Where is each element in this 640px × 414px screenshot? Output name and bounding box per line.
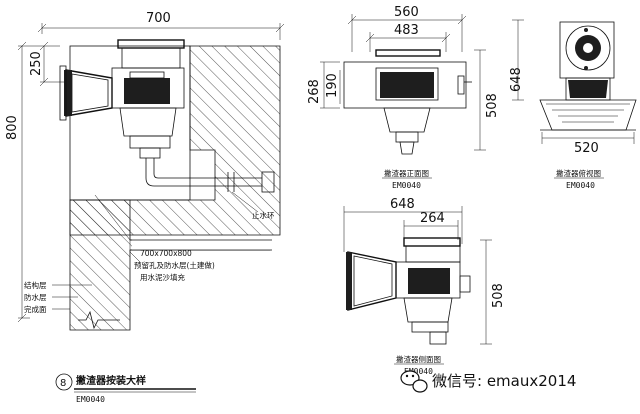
front-dim-483: 483	[394, 23, 419, 38]
watermark-text: 微信号: emaux2014	[432, 372, 576, 390]
hole-note-label: 预留孔及防水层(土建做)	[134, 260, 215, 270]
top-mouth	[539, 99, 637, 131]
side-view-title: 撇渣器侧面图	[396, 354, 441, 364]
dim-800-label: 800	[5, 115, 20, 140]
side-view: 648 264 508 撇渣器侧面图 EM0040	[343, 197, 506, 376]
front-opening	[375, 67, 439, 101]
front-view-title: 撇渣器正面图	[384, 168, 429, 178]
top-view-code: EM0040	[566, 181, 595, 190]
pipe-end	[261, 171, 275, 193]
dim-heights-left: 250 800	[5, 41, 64, 323]
hole-size-label: 700x700x800	[140, 249, 192, 258]
top-dim-648: 648	[509, 67, 524, 92]
front-dim-508: 508	[485, 93, 500, 118]
main-title: 撇渣器按装大样	[76, 374, 146, 387]
finish-face-label: 完成面	[24, 304, 47, 314]
dim-700-label: 700	[146, 11, 171, 26]
watermark: 微信号: emaux2014	[400, 370, 576, 393]
reserved-hole	[69, 45, 191, 201]
skimmer-lid	[117, 39, 185, 49]
skimmer-basket	[124, 78, 170, 104]
detail-number-circle	[55, 373, 73, 391]
dim-250-label: 250	[29, 51, 44, 76]
layer-legend: 结构层 防水层 完成面	[24, 280, 92, 314]
structure-layer-label: 结构层	[24, 280, 47, 290]
waterstop-label: 止水环	[252, 210, 275, 220]
front-dim-560: 560	[394, 5, 419, 20]
side-dim-508: 508	[491, 283, 506, 308]
waterproof-layer-label: 防水层	[24, 292, 47, 302]
wechat-icon	[400, 370, 428, 393]
front-dim-268: 268	[307, 79, 322, 104]
main-code: EM0040	[76, 395, 105, 404]
main-title-block: 8 撇渣器按装大样 EM0040	[55, 373, 196, 404]
fill-note-label: 用水泥沙填充	[140, 272, 185, 282]
side-view-code: EM0040	[404, 367, 433, 376]
outlet-pipe	[145, 158, 275, 193]
front-view-code: EM0040	[392, 181, 421, 190]
front-dim-190: 190	[325, 73, 340, 98]
detail-number: 8	[60, 378, 66, 389]
dim-width-700: 700	[37, 11, 285, 40]
side-dim-648: 648	[390, 197, 415, 212]
top-view: 648 520 撇渣器俯视图 EM0040	[509, 19, 637, 190]
skimmer-section	[59, 39, 185, 159]
installation-section: 700 250 800	[5, 11, 285, 331]
top-view-title: 撇渣器俯视图	[556, 168, 601, 178]
top-dim-520: 520	[574, 141, 599, 156]
side-dim-264: 264	[420, 211, 445, 226]
front-view: 560 483 268 190 508 撇渣器正面图 EM0040	[307, 5, 500, 190]
